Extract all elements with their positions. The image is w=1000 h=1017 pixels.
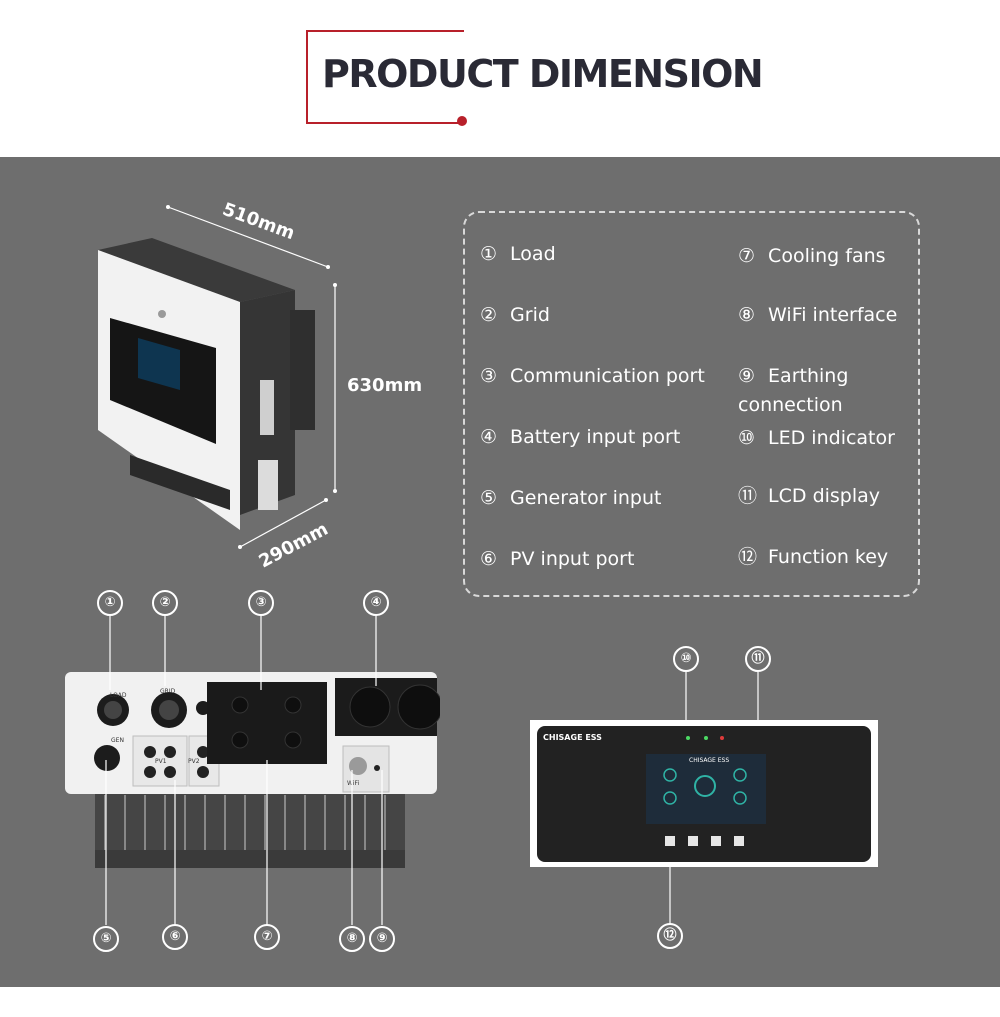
port-label-wifi: WiFi — [347, 780, 360, 787]
legend-box — [463, 211, 920, 597]
callout-8: ⑧ — [339, 926, 365, 952]
legend-item-wifi: ⑧ WiFi interface — [738, 304, 898, 326]
legend-item-grid: ② Grid — [480, 304, 550, 326]
title-accent-dot — [457, 116, 467, 126]
port-label-pv1: PV1 — [155, 758, 167, 765]
inverter-3d-image — [98, 238, 315, 530]
legend-item-communication: ③ Communication port — [480, 365, 705, 387]
legend-item-generator: ⑤ Generator input — [480, 487, 662, 509]
header: PRODUCT DIMENSION — [0, 0, 1000, 157]
inverter-bottom-view — [65, 672, 440, 868]
port-label-gen: GEN — [111, 737, 124, 744]
port-label-load: LOAD — [110, 692, 127, 699]
title-frame — [306, 30, 464, 124]
callout-2: ② — [152, 590, 178, 616]
port-label-grid: GRID — [160, 688, 176, 695]
callout-7: ⑦ — [254, 924, 280, 950]
front-panel-image — [530, 720, 878, 867]
callout-11: ⑪ — [745, 646, 771, 672]
front-brand-label: CHISAGE ESS — [543, 733, 602, 742]
callout-9: ⑨ — [369, 926, 395, 952]
legend-item-lcd: ⑪ LCD display — [738, 485, 881, 507]
footer — [0, 987, 1000, 1017]
legend-item-load: ① Load — [480, 243, 556, 265]
dimension-lines — [166, 205, 337, 549]
legend-item-cooling: ⑦ Cooling fans — [738, 245, 886, 267]
callout-3: ③ — [248, 590, 274, 616]
legend-item-earthing: ⑨ Earthing connection — [738, 365, 849, 416]
callout-5: ⑤ — [93, 926, 119, 952]
callout-1: ① — [97, 590, 123, 616]
callout-4: ④ — [363, 590, 389, 616]
page-title: PRODUCT DIMENSION — [322, 52, 764, 96]
callout-6: ⑥ — [162, 924, 188, 950]
height-dimension: 630mm — [347, 375, 423, 396]
legend-item-function: ⑫ Function key — [738, 546, 889, 568]
callout-12: ⑫ — [657, 923, 683, 949]
lcd-screen-title: CHISAGE ESS — [689, 757, 730, 764]
callout-10: ⑩ — [673, 646, 699, 672]
legend-item-pv: ⑥ PV input port — [480, 548, 635, 570]
legend-item-battery: ④ Battery input port — [480, 426, 681, 448]
legend-item-led: ⑩ LED indicator — [738, 427, 895, 449]
port-label-pv2: PV2 — [188, 758, 200, 765]
